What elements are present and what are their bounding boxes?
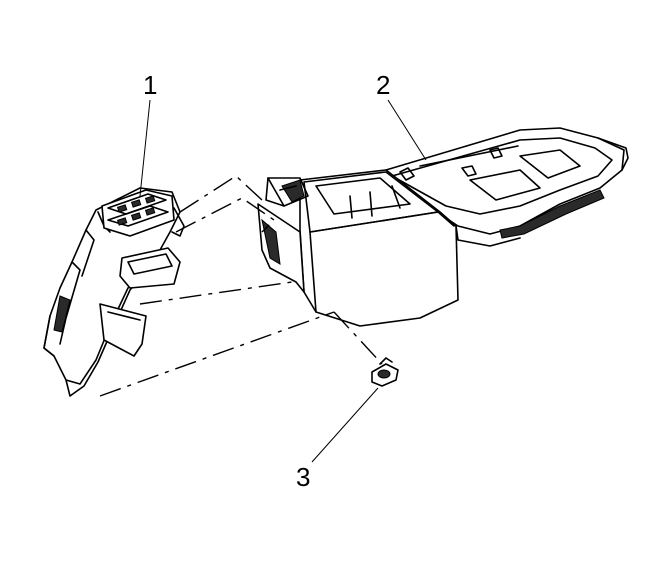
- leader-line-2: [387, 99, 427, 161]
- callout-2: 2: [376, 70, 390, 100]
- fastener-part: [371, 357, 399, 387]
- leader-line-1: [139, 99, 151, 197]
- callout-3: 3: [296, 462, 310, 492]
- console-body-part: [257, 127, 629, 327]
- leader-line-3: [311, 387, 379, 463]
- console-side-shroud: [257, 203, 305, 293]
- alignment-lines: [99, 175, 383, 397]
- callout-1: 1: [143, 70, 157, 100]
- front-trim-panel-part: [43, 187, 185, 397]
- storage-pocket: [119, 247, 181, 289]
- leader-lines: [139, 99, 427, 463]
